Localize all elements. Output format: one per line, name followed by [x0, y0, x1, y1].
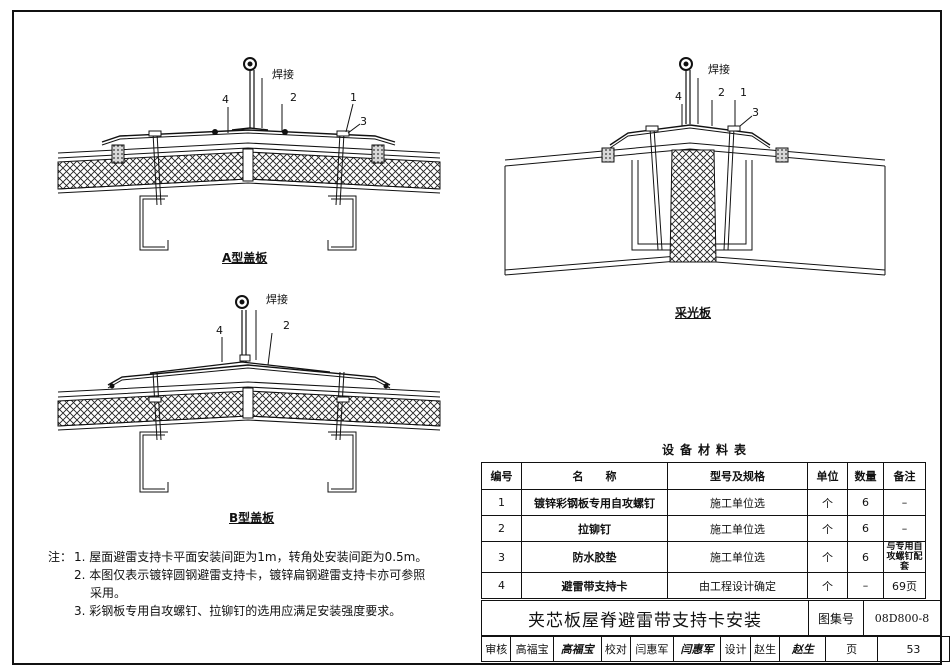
review-label: 审核 — [480, 636, 512, 662]
checker-name: 闫惠军 — [630, 636, 674, 662]
weld-label: 焊接 — [266, 293, 288, 306]
design-label: 设计 — [720, 636, 751, 662]
cell-no: 1 — [481, 489, 522, 516]
callout-2: 2 — [718, 86, 725, 99]
callout-4: 4 — [216, 324, 223, 337]
drawing-sheet-border — [12, 10, 942, 665]
skylight-drawing — [504, 57, 886, 276]
callout-4: 4 — [222, 93, 229, 106]
cell-no: 4 — [481, 572, 522, 599]
cell-spec: 由工程设计确定 — [667, 572, 808, 599]
caption-type-a: A型盖板 — [222, 251, 268, 265]
reviewer-signature: 高福宝 — [552, 636, 602, 662]
reviewer-name: 高福宝 — [510, 636, 554, 662]
cell-qty: 6 — [847, 515, 884, 542]
table-header-row: 编号 名 称 型号及规格 单位 数量 备注 — [481, 462, 926, 490]
type-b-cover-drawing — [57, 295, 441, 493]
notes-block: 注： 1. 屋面避雷支持卡平面安装间距为1m，转角处安装间距为0.5m。 2. … — [48, 548, 427, 620]
cell-remark: 69页 — [883, 572, 926, 599]
table-row: 1 镀锌彩钢板专用自攻螺钉 施工单位选 个 6 – — [481, 489, 926, 516]
callout-2: 2 — [283, 319, 290, 332]
cell-no: 3 — [481, 541, 522, 573]
note-item: 3. 彩钢板专用自攻螺钉、拉铆钉的选用应满足安装强度要求。 — [74, 604, 402, 618]
material-table: 编号 名 称 型号及规格 单位 数量 备注 1 镀锌彩钢板专用自攻螺钉 施工单位… — [481, 462, 926, 599]
cell-unit: 个 — [807, 541, 848, 573]
title-block: 夹芯板屋脊避雷带支持卡安装 图集号 08D800-8 — [481, 600, 941, 636]
atlas-number: 08D800-8 — [863, 600, 941, 636]
cell-remark: – — [883, 489, 926, 516]
callout-4: 4 — [675, 90, 682, 103]
cell-name: 避雷带支持卡 — [521, 572, 668, 599]
weld-label: 焊接 — [272, 68, 294, 81]
weld-label: 焊接 — [708, 63, 730, 76]
callout-3: 3 — [752, 106, 759, 119]
designer-name: 赵生 — [749, 636, 781, 662]
cell-name: 防水胶垫 — [521, 541, 668, 573]
header-remark: 备注 — [883, 462, 926, 490]
cell-unit: 个 — [807, 515, 848, 542]
callout-1: 1 — [740, 86, 747, 99]
cell-name: 镀锌彩钢板专用自攻螺钉 — [521, 489, 668, 516]
type-a-cover-drawing — [57, 57, 441, 251]
header-name: 名 称 — [521, 462, 668, 490]
cell-qty: – — [847, 572, 884, 599]
check-label: 校对 — [600, 636, 632, 662]
checker-signature: 闫惠军 — [672, 636, 722, 662]
table-row: 2 拉铆钉 施工单位选 个 6 – — [481, 515, 926, 542]
caption-type-b: B型盖板 — [229, 511, 275, 525]
cell-no: 2 — [481, 515, 522, 542]
cell-remark: – — [883, 515, 926, 542]
note-item: 2. 本图仅表示镀锌圆钢避雷支持卡，镀锌扁钢避雷支持卡亦可参照 — [74, 568, 426, 582]
atlas-label: 图集号 — [808, 600, 864, 636]
header-unit: 单位 — [807, 462, 848, 490]
header-qty: 数量 — [847, 462, 884, 490]
callout-1: 1 — [350, 91, 357, 104]
cell-qty: 6 — [847, 541, 884, 573]
table-row: 4 避雷带支持卡 由工程设计确定 个 – 69页 — [481, 572, 926, 599]
caption-skylight: 采光板 — [675, 306, 712, 320]
cell-spec: 施工单位选 — [667, 489, 808, 516]
header-no: 编号 — [481, 462, 522, 490]
notes-prefix: 注： — [48, 550, 73, 564]
cell-name: 拉铆钉 — [521, 515, 668, 542]
header-spec: 型号及规格 — [667, 462, 808, 490]
cell-remark: 与专用自攻螺钉配套 — [883, 541, 926, 573]
page-label: 页 — [825, 636, 878, 662]
signature-row: 审核 高福宝 高福宝 校对 闫惠军 闫惠军 设计 赵生 赵生 页 53 — [480, 636, 950, 662]
table-row: 3 防水胶垫 施工单位选 个 6 与专用自攻螺钉配套 — [481, 541, 926, 573]
cell-unit: 个 — [807, 489, 848, 516]
callout-2: 2 — [290, 91, 297, 104]
cell-unit: 个 — [807, 572, 848, 599]
material-table-title: 设备材料表 — [662, 443, 753, 457]
page-number: 53 — [876, 636, 950, 662]
cell-spec: 施工单位选 — [667, 515, 808, 542]
drawing-title: 夹芯板屋脊避雷带支持卡安装 — [481, 600, 809, 636]
note-item: 采用。 — [90, 586, 127, 600]
cell-qty: 6 — [847, 489, 884, 516]
cell-spec: 施工单位选 — [667, 541, 808, 573]
designer-signature: 赵生 — [779, 636, 827, 662]
callout-3: 3 — [360, 115, 367, 128]
note-item: 1. 屋面避雷支持卡平面安装间距为1m，转角处安装间距为0.5m。 — [74, 550, 428, 564]
